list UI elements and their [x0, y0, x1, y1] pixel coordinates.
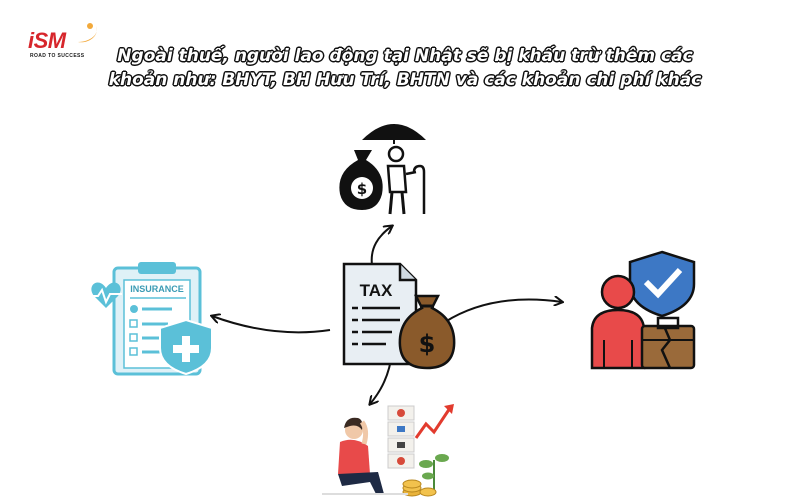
svg-text:$: $	[419, 330, 436, 358]
expenses-node	[318, 394, 468, 500]
ism-logo: iSM ROAD TO SUCCESS	[28, 22, 108, 62]
arrow-to-health-insurance	[212, 316, 331, 334]
logo-swoosh-icon	[78, 23, 97, 43]
logo-tagline: ROAD TO SUCCESS	[30, 53, 85, 59]
logo-brand-text: iSM	[28, 28, 66, 53]
arrow-to-unemployment	[444, 299, 562, 323]
title-line-2: khoản như: BHYT, BH Hưu Trí, BHTN và các…	[108, 70, 702, 90]
unemployed-person-shield-icon	[590, 250, 696, 370]
tax-center-node: TAX $	[338, 260, 460, 372]
tax-document-money-bag-icon: TAX $	[342, 262, 456, 370]
insurance-form-label: INSURANCE	[130, 284, 184, 294]
unemployment-node	[586, 248, 702, 372]
title-line-1: Ngoài thuế, người lao động tại Nhật sẽ b…	[117, 46, 693, 66]
page-title: Ngoài thuế, người lao động tại Nhật sẽ b…	[100, 44, 710, 92]
health-insurance-node: INSURANCE	[88, 258, 218, 378]
stressed-woman-expenses-icon	[322, 404, 454, 497]
pension-node: $	[332, 110, 432, 218]
tax-document-label: TAX	[360, 281, 393, 300]
svg-text:$: $	[357, 180, 367, 198]
pension-elderly-umbrella-icon: $	[339, 124, 426, 215]
health-insurance-clipboard-icon: INSURANCE	[90, 262, 213, 376]
